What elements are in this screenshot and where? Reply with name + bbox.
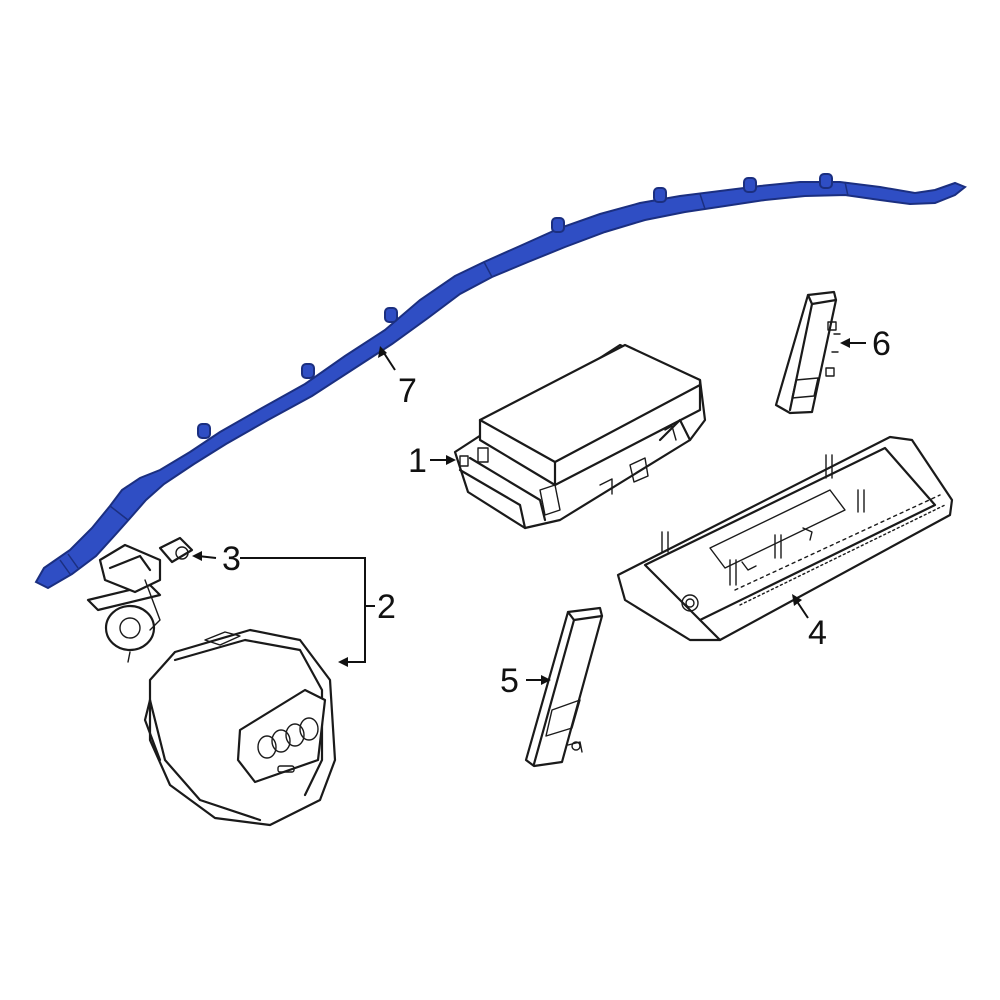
part-3-clockspring-bracket[interactable] xyxy=(86,536,194,663)
part-7-curtain-airbag[interactable] xyxy=(34,173,967,590)
part-5-side-airbag[interactable] xyxy=(524,606,604,768)
curtain-airbag-seams xyxy=(59,181,849,575)
audi-logo xyxy=(257,717,319,759)
part-4-knee-airbag[interactable] xyxy=(616,435,954,642)
part-6-side-airbag[interactable] xyxy=(774,290,841,415)
callout-2[interactable]: 2 xyxy=(377,588,396,626)
callout-3[interactable]: 3 xyxy=(222,540,241,578)
part-1-passenger-airbag[interactable] xyxy=(453,343,707,530)
curtain-airbag-tabs xyxy=(197,173,833,439)
part-2-driver-airbag[interactable] xyxy=(143,628,337,827)
callout-5[interactable]: 5 xyxy=(500,662,519,700)
knee-airbag-studs xyxy=(661,454,865,586)
curtain-airbag-shape xyxy=(34,181,967,590)
leader-lines xyxy=(192,338,866,685)
callout-labels: 7 1 6 3 2 4 5 xyxy=(222,325,891,700)
callout-1[interactable]: 1 xyxy=(408,442,427,480)
callout-7[interactable]: 7 xyxy=(398,372,417,410)
callout-6[interactable]: 6 xyxy=(872,325,891,363)
callout-4[interactable]: 4 xyxy=(808,614,827,652)
